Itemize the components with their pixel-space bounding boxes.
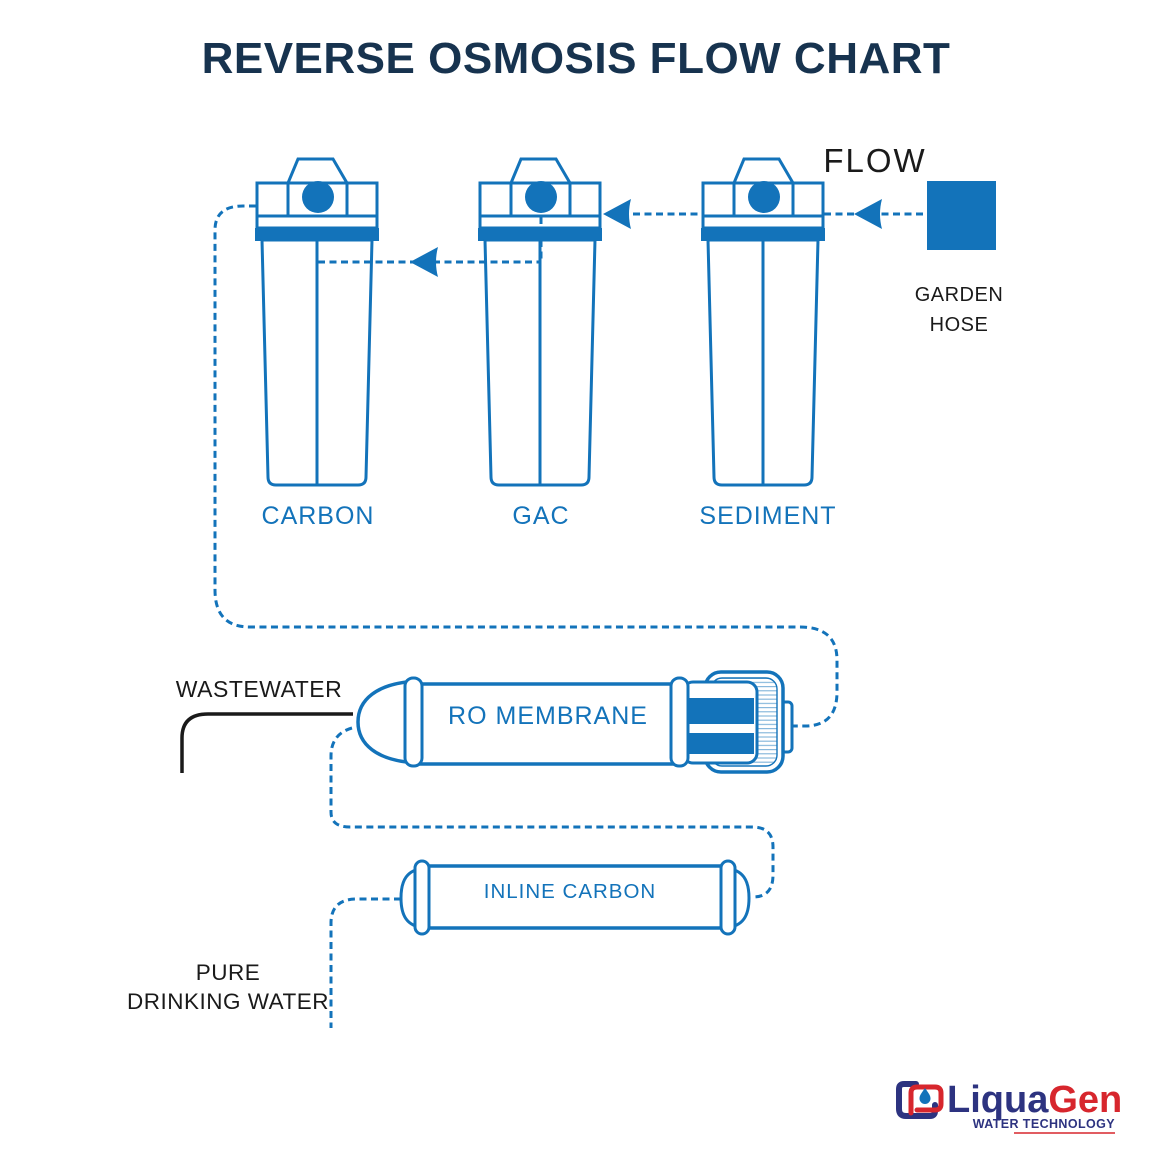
wastewater-label: WASTEWATER (176, 676, 342, 702)
arrowhead-hose-to-sediment (854, 199, 882, 229)
sediment-filter-label: SEDIMENT (699, 502, 836, 530)
pure-drinking-water-label-line2: DRINKING WATER (127, 989, 329, 1014)
inline-carbon-right-ring (719, 859, 737, 936)
wastewater-line (180, 712, 353, 773)
flow-line-carbon-to-membrane (213, 204, 839, 728)
ro-membrane-label: RO MEMBRANE (448, 702, 648, 730)
membrane-striped-collar (681, 680, 759, 765)
page-title: REVERSE OSMOSIS FLOW CHART (202, 34, 951, 83)
liquagen-logo-tagline: WATER TECHNOLOGY (973, 1117, 1116, 1131)
pure-drinking-water-label-line1: PURE (196, 960, 261, 985)
garden-hose-block (927, 181, 996, 250)
membrane-right-ring (669, 676, 690, 768)
flow-label: FLOW (823, 142, 926, 179)
membrane-body (416, 682, 678, 766)
filter-canister-sediment (699, 157, 827, 487)
inline-carbon-body (422, 864, 728, 930)
garden-hose-label-line1: GARDEN (915, 284, 1004, 306)
ro-membrane: RO MEMBRANE (356, 670, 794, 774)
gac-filter-label: GAC (512, 502, 569, 530)
arrowhead-sediment-to-gac (603, 199, 631, 229)
arrowhead-gac-to-carbon (410, 247, 438, 277)
water-drop-icon (919, 1088, 931, 1104)
membrane-left-ring (403, 676, 424, 768)
filter-canister-gac (476, 157, 604, 487)
liquagen-logo-wordmark: LiquaGen (947, 1079, 1122, 1121)
liquagen-logo: LiquaGen WATER TECHNOLOGY (896, 1079, 1122, 1134)
membrane-dome (356, 679, 420, 765)
garden-hose-label-line2: HOSE (930, 314, 989, 336)
inline-carbon-left-ring (413, 859, 431, 936)
liquagen-logo-icon (896, 1081, 944, 1119)
filter-canister-carbon (253, 157, 381, 487)
carbon-filter-label: CARBON (262, 502, 375, 530)
flow-line-membrane-to-inline-carbon (329, 726, 775, 899)
inline-carbon-label: INLINE CARBON (484, 880, 656, 903)
flow-line-inline-carbon-to-drinking-water (329, 897, 401, 1028)
inline-carbon-filter: INLINE CARBON (399, 859, 751, 936)
